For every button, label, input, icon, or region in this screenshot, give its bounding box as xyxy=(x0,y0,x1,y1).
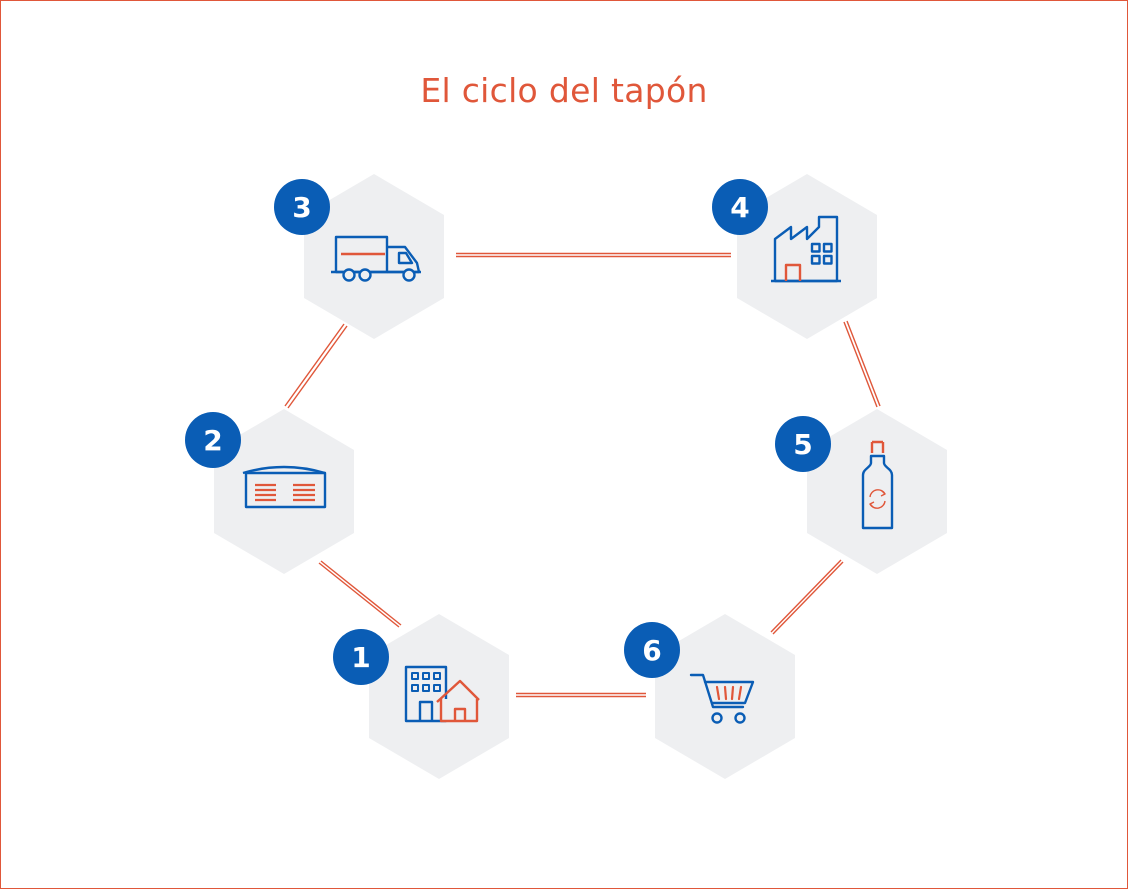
connector-1-2 xyxy=(318,560,402,628)
warehouse-icon xyxy=(242,465,327,509)
delivery-truck-icon xyxy=(331,235,421,282)
step-number-1: 1 xyxy=(351,641,370,674)
step-badge-5: 5 xyxy=(775,416,831,472)
diagram-title: El ciclo del tapón xyxy=(420,71,708,110)
step-number-6: 6 xyxy=(642,634,661,667)
step-number-2: 2 xyxy=(203,424,222,457)
hexagon-step-1 xyxy=(369,614,509,779)
hexagon-step-2 xyxy=(214,409,354,574)
connector-2-3 xyxy=(284,323,348,409)
step-badge-4: 4 xyxy=(712,179,768,235)
step-badge-6: 6 xyxy=(624,622,680,678)
step-badge-1: 1 xyxy=(333,629,389,685)
step-number-4: 4 xyxy=(730,191,749,224)
step-badge-2: 2 xyxy=(185,412,241,468)
connector-5-6 xyxy=(770,559,844,635)
connector-6-1 xyxy=(516,692,646,698)
hexagon-step-5 xyxy=(807,409,947,574)
step-badge-3: 3 xyxy=(274,179,330,235)
connectors xyxy=(284,252,881,698)
recycling-bottle-icon xyxy=(861,440,894,530)
factory-icon xyxy=(771,215,841,283)
connector-4-5 xyxy=(843,320,881,408)
hexagon-step-3 xyxy=(304,174,444,339)
step-number-5: 5 xyxy=(793,428,812,461)
hexagon-step-4 xyxy=(737,174,877,339)
step-number-3: 3 xyxy=(292,191,311,224)
hexagons xyxy=(214,174,947,779)
shopping-cart-icon xyxy=(689,673,755,724)
connector-3-4 xyxy=(456,252,731,258)
step-badges: 3 4 2 5 1 6 xyxy=(185,179,831,685)
city-building-house-icon xyxy=(404,665,480,723)
